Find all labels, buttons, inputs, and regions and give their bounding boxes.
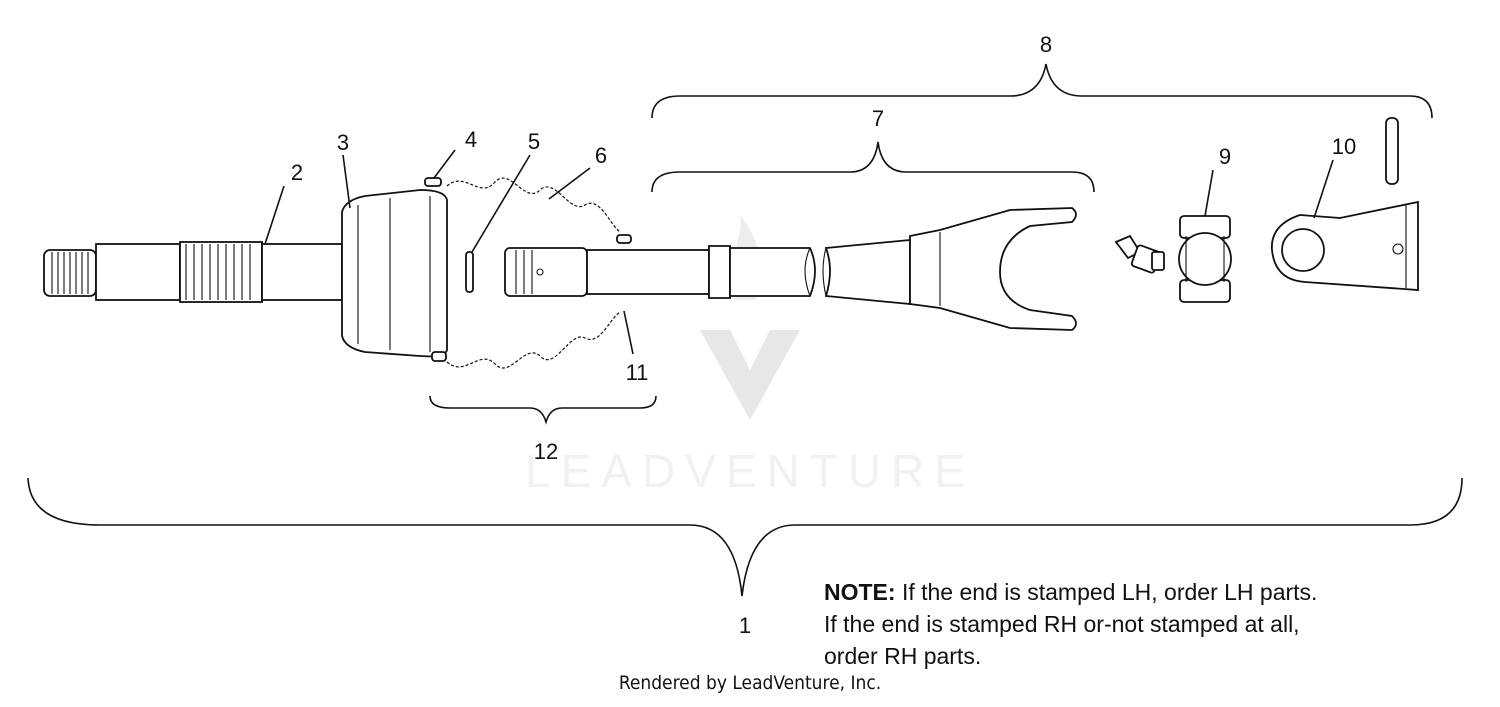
shaft-part-2 [43, 241, 343, 303]
callout-6: 6 [595, 143, 607, 168]
callout-3: 3 [337, 130, 349, 155]
callout-10: 10 [1332, 134, 1356, 159]
callout-numbers: 1 2 3 4 5 6 7 8 9 10 11 12 [291, 32, 1356, 638]
callout-5: 5 [528, 129, 540, 154]
snap-ring-part-5 [465, 251, 474, 293]
callout-1: 1 [739, 613, 751, 638]
callout-11: 11 [626, 360, 649, 385]
footer-credit: Rendered by LeadVenture, Inc. [618, 672, 882, 694]
leadventure-watermark: LEADVENTURE [525, 215, 975, 497]
inner-shaft-part-7 [504, 207, 1077, 331]
note-label: NOTE: [824, 579, 896, 605]
callout-7: 7 [872, 106, 884, 131]
callout-9: 9 [1219, 144, 1231, 169]
clamp-part-4 [424, 177, 632, 362]
callout-12: 12 [534, 439, 558, 464]
grease-fitting [1114, 234, 1165, 274]
leader-lines [264, 149, 1334, 355]
note-block: NOTE: If the end is stamped LH, order LH… [824, 576, 1324, 672]
callout-4: 4 [465, 127, 477, 152]
cv-housing-part-3 [341, 189, 448, 358]
braces [27, 63, 1463, 597]
yoke-part-10 [1271, 117, 1419, 291]
boot-part-6 [446, 177, 621, 369]
watermark-text: LEADVENTURE [525, 445, 975, 497]
note-text: If the end is stamped LH, order LH parts… [824, 579, 1318, 669]
u-joint-part-9 [1178, 215, 1232, 303]
callout-2: 2 [291, 160, 303, 185]
callout-8: 8 [1040, 32, 1052, 57]
